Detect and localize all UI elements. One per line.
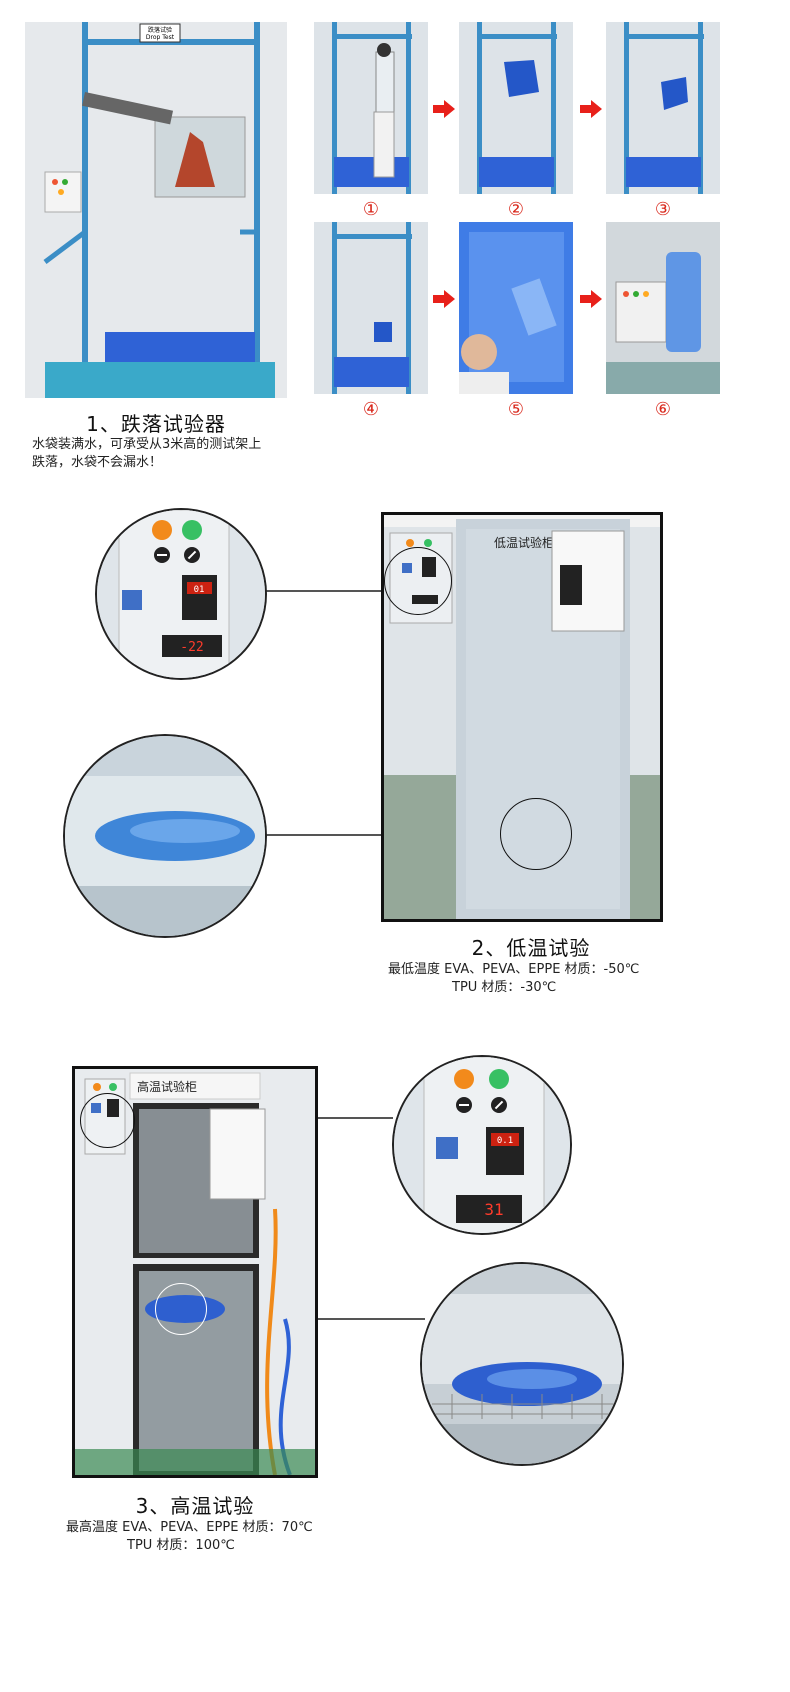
high-temp-bag-highlight-ring (155, 1283, 207, 1335)
arrow-right-icon (433, 100, 455, 118)
section2-line1: 最低温度 EVA、PEVA、EPPE 材质：-50℃ (388, 962, 640, 977)
section1-title: 1、跌落试验器 (86, 412, 226, 436)
section1-desc-line2: 跌落，水袋不会漏水！ (32, 455, 163, 470)
section3-line2: TPU 材质：100℃ (127, 1538, 235, 1553)
drop-test-rig-illustration: 跌落试验 Drop Test (25, 22, 287, 398)
drop-test-rig-photo: 跌落试验 Drop Test (25, 22, 287, 398)
high-temp-bag-zoom (420, 1262, 624, 1466)
high-temp-display: 31 (484, 1200, 503, 1219)
section3-title: 3、高温试验 (135, 1494, 255, 1518)
step-2-photo (459, 22, 573, 194)
high-temp-timer: 0.1 (497, 1136, 513, 1146)
low-temp-bag-zoom (63, 734, 267, 938)
section3-line1: 最高温度 EVA、PEVA、EPPE 材质：70℃ (66, 1520, 313, 1535)
arrow-right-icon (580, 290, 602, 308)
step-4-label: ④ (362, 399, 380, 420)
section2-line2: TPU 材质：-30℃ (452, 980, 557, 995)
arrow-right-icon (433, 290, 455, 308)
low-temp-timer: 01 (194, 585, 205, 595)
section2-title: 2、低温试验 (471, 936, 591, 960)
step-3-label: ③ (654, 199, 672, 220)
step-4-photo (314, 222, 428, 394)
rig-sign-en: Drop Test (146, 34, 175, 41)
step-6-label: ⑥ (654, 399, 672, 420)
section1-desc-line1: 水袋装满水，可承受从3米高的测试架上 (32, 437, 262, 452)
step-3-photo (606, 22, 720, 194)
low-temp-panel-zoom: -22 01 (95, 508, 267, 680)
high-temp-panel-zoom: 0.1 31 (392, 1055, 572, 1235)
zoom-connector-line (265, 590, 385, 592)
rig-sign-cn: 跌落试验 (148, 26, 172, 34)
arrow-right-icon (580, 100, 602, 118)
low-temp-display: -22 (180, 640, 203, 655)
step-5-label: ⑤ (507, 399, 525, 420)
high-temp-cabinet-label: 高温试验柜 (137, 1079, 197, 1094)
step-2-label: ② (507, 199, 525, 220)
low-temp-panel-highlight-ring (384, 547, 452, 615)
step-6-photo (606, 222, 720, 394)
low-temp-cabinet-label: 低温试验柜 (494, 535, 554, 550)
step-5-photo (459, 222, 573, 394)
low-temp-bag-highlight-ring (500, 798, 572, 870)
step-1-label: ① (362, 199, 380, 220)
step-1-photo (314, 22, 428, 194)
high-temp-panel-highlight-ring (80, 1093, 135, 1148)
